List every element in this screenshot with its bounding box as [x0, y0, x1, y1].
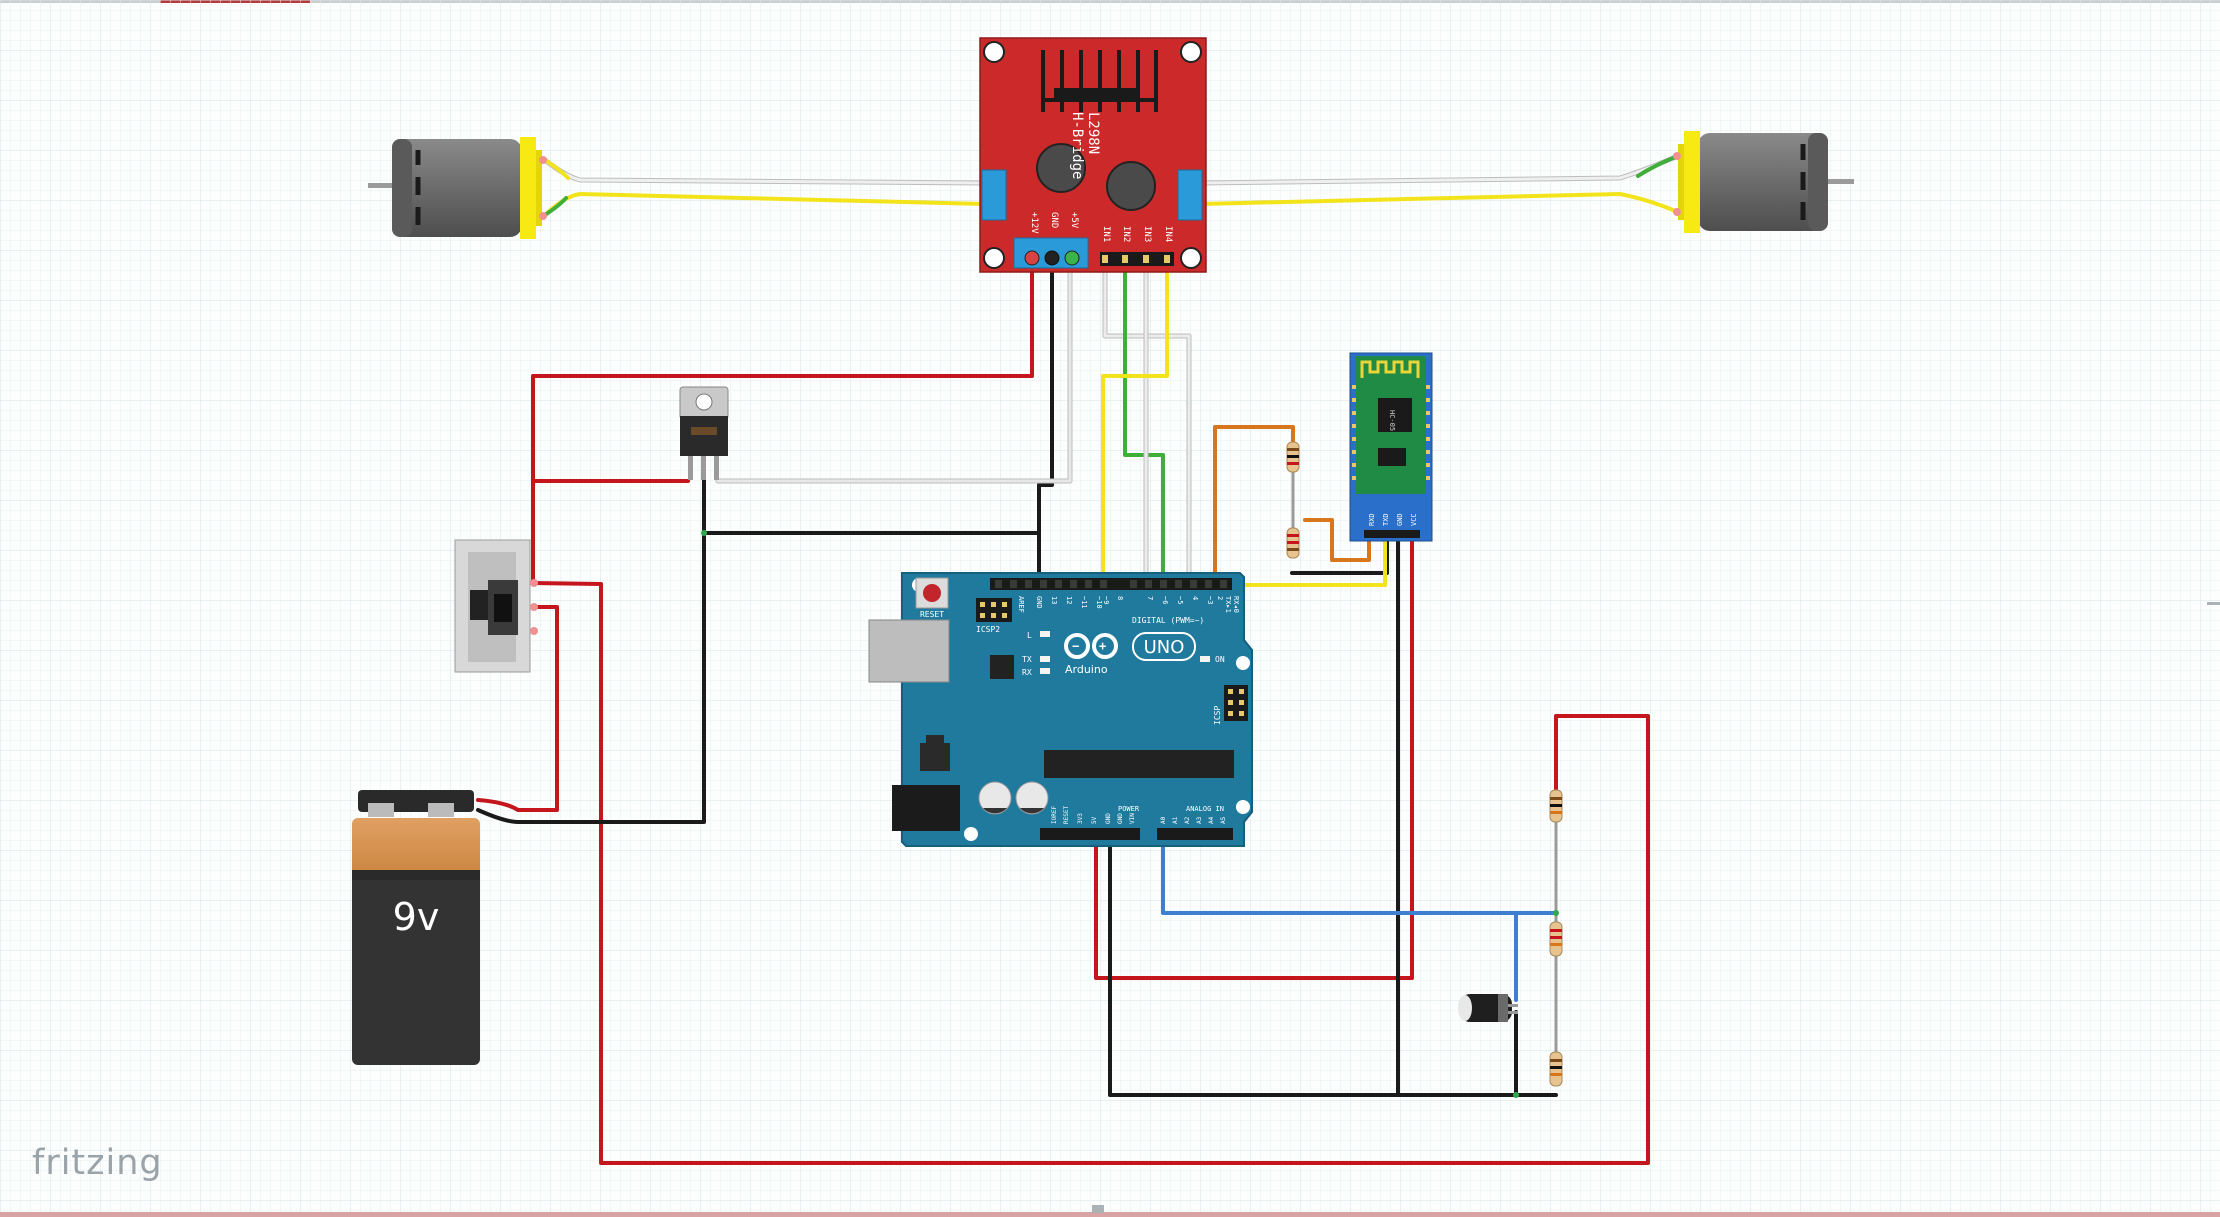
pin-8-label: 8 [1116, 596, 1124, 600]
hbridge-pin-in4: IN4 [1163, 226, 1173, 242]
icsp-label: ICSP [1213, 706, 1222, 725]
pin-9-label: ~9 [1102, 596, 1110, 604]
wire-yellow-tx[interactable] [1228, 530, 1387, 587]
battery-label: 9v [393, 895, 440, 939]
pin-3-label: ~3 [1206, 596, 1214, 604]
l298n-hbridge[interactable]: L298N H-Bridge +12V GND +5V IN1 IN2 IN3 … [979, 37, 1207, 273]
pin-6-label: ~6 [1161, 596, 1169, 604]
wire-red-bottom-loop[interactable] [530, 581, 1650, 1165]
wire-red-battery-switch[interactable] [476, 605, 559, 812]
pin-a2-label: A2 [1184, 816, 1191, 824]
resistor-bt-2[interactable] [1286, 527, 1300, 559]
icsp2-label: ICSP2 [976, 625, 1000, 634]
pin-aref-label: AREF [1017, 596, 1025, 613]
bt-pin-gnd-label: GND [1396, 513, 1404, 526]
pin-7-label: 7 [1146, 596, 1154, 600]
pin-rx-label: RX◂0 [1232, 596, 1240, 613]
pin-gnd1-label: GND [1105, 813, 1112, 824]
pin-4-label: 4 [1191, 596, 1199, 600]
hbridge-title: L298N [1085, 112, 1101, 154]
bt-pin-txd-label: TXD [1382, 513, 1390, 526]
hbridge-pin-12v: +12V [1029, 212, 1039, 234]
wire-orange-bt-rx[interactable] [1303, 518, 1371, 562]
pin-ioref-label: IOREF [1051, 806, 1058, 824]
resistor-bt-1[interactable] [1286, 441, 1300, 473]
pin-2-label: 2 [1216, 596, 1224, 600]
pin-gnd-label: GND [1035, 596, 1043, 609]
wire-red-5v-bluetooth[interactable] [1094, 530, 1414, 980]
resistor-divider-3[interactable] [1549, 1051, 1563, 1087]
arduino-model: UNO [1144, 637, 1185, 658]
wire-black-battery-gnd[interactable] [476, 531, 706, 824]
battery-9v[interactable]: 9v [352, 790, 480, 1065]
pin-12-label: 12 [1065, 596, 1073, 604]
wire-black-arduino-gnd[interactable] [1108, 832, 1558, 1097]
hbridge-subtitle: H-Bridge [1069, 112, 1085, 179]
pin-a3-label: A3 [1196, 816, 1203, 824]
reset-button[interactable] [915, 577, 949, 609]
arduino-brand: Arduino [1065, 663, 1108, 676]
pin-reset-label: RESET [1063, 806, 1070, 824]
pin-11-label: ~11 [1080, 596, 1088, 609]
antenna-icon [1360, 360, 1420, 378]
pin-10-label: ~10 [1095, 596, 1103, 609]
hbridge-pin-in3: IN3 [1142, 226, 1152, 242]
pin-5-label: ~5 [1176, 596, 1184, 604]
led-l-label: L [1027, 631, 1032, 640]
resistor-divider-1[interactable] [1549, 789, 1563, 823]
window-bottom-border [0, 1212, 2220, 1217]
led-on-label: ON [1215, 655, 1225, 664]
bluetooth-hc05[interactable]: HC-05 RXD TXD GND VCC [1349, 352, 1433, 542]
led-rx-label: RX [1022, 668, 1032, 677]
fritzing-logo: fritzing [32, 1143, 163, 1183]
pin-vin-label: VIN [1129, 813, 1136, 824]
pin-a4-label: A4 [1208, 816, 1215, 824]
analog-header-label: ANALOG IN [1186, 805, 1224, 813]
voltage-regulator[interactable] [679, 386, 729, 480]
wire-black-hbridge-gnd[interactable] [1037, 256, 1054, 535]
wire-junctions [701, 530, 1559, 1098]
pin-a0-label: A0 [1160, 816, 1167, 824]
bt-pin-vcc-label: VCC [1410, 513, 1418, 526]
pin-a5-label: A5 [1220, 816, 1227, 824]
wires [476, 153, 1681, 1165]
svg-text:+: + [1099, 639, 1106, 653]
pin-a1-label: A1 [1172, 816, 1179, 824]
pin-3v3-label: 3V3 [1077, 813, 1084, 824]
pin-5v-label: 5V [1091, 816, 1098, 824]
digital-header-label: DIGITAL (PWM=~) [1132, 616, 1204, 625]
bluetooth-model: HC-05 [1388, 410, 1396, 431]
hbridge-pin-in2: IN2 [1121, 226, 1131, 242]
hbridge-pin-5v: +5V [1069, 212, 1079, 229]
dc-motor-right[interactable] [1673, 131, 1854, 233]
wire-yellow-in4[interactable] [1101, 256, 1169, 587]
hbridge-pin-gnd: GND [1049, 212, 1059, 228]
reset-label: RESET [920, 610, 944, 619]
wire-orange-rx[interactable] [1213, 425, 1295, 587]
arduino-infinity-logo-icon [1064, 633, 1118, 659]
wire-yellow-motor-right[interactable] [1198, 192, 1680, 214]
pin-gnd2-label: GND [1117, 813, 1124, 824]
wire-blue-a0[interactable] [1161, 832, 1558, 915]
scroll-handle-bottom[interactable] [1092, 1205, 1104, 1213]
heatsink-icon [1041, 50, 1158, 112]
hbridge-pin-in1: IN1 [1101, 226, 1111, 242]
svg-text:−: − [1072, 639, 1079, 653]
led-tx-label: TX [1022, 655, 1032, 664]
scroll-handle-right[interactable] [2207, 602, 2220, 605]
arduino-uno[interactable]: RESET ICSP2 DIGITAL (PWM=~) AREF GND 13 … [868, 572, 1253, 847]
dc-motor-left[interactable] [368, 137, 547, 239]
bt-pin-rxd-label: RXD [1368, 513, 1376, 526]
resistor-divider-2[interactable] [1549, 921, 1563, 957]
power-header-label: POWER [1118, 805, 1140, 813]
slide-switch[interactable] [454, 539, 538, 673]
pin-tx-label: TX▸1 [1224, 596, 1232, 613]
pin-13-label: 13 [1050, 596, 1058, 604]
electrolytic-capacitor[interactable] [1458, 994, 1518, 1022]
